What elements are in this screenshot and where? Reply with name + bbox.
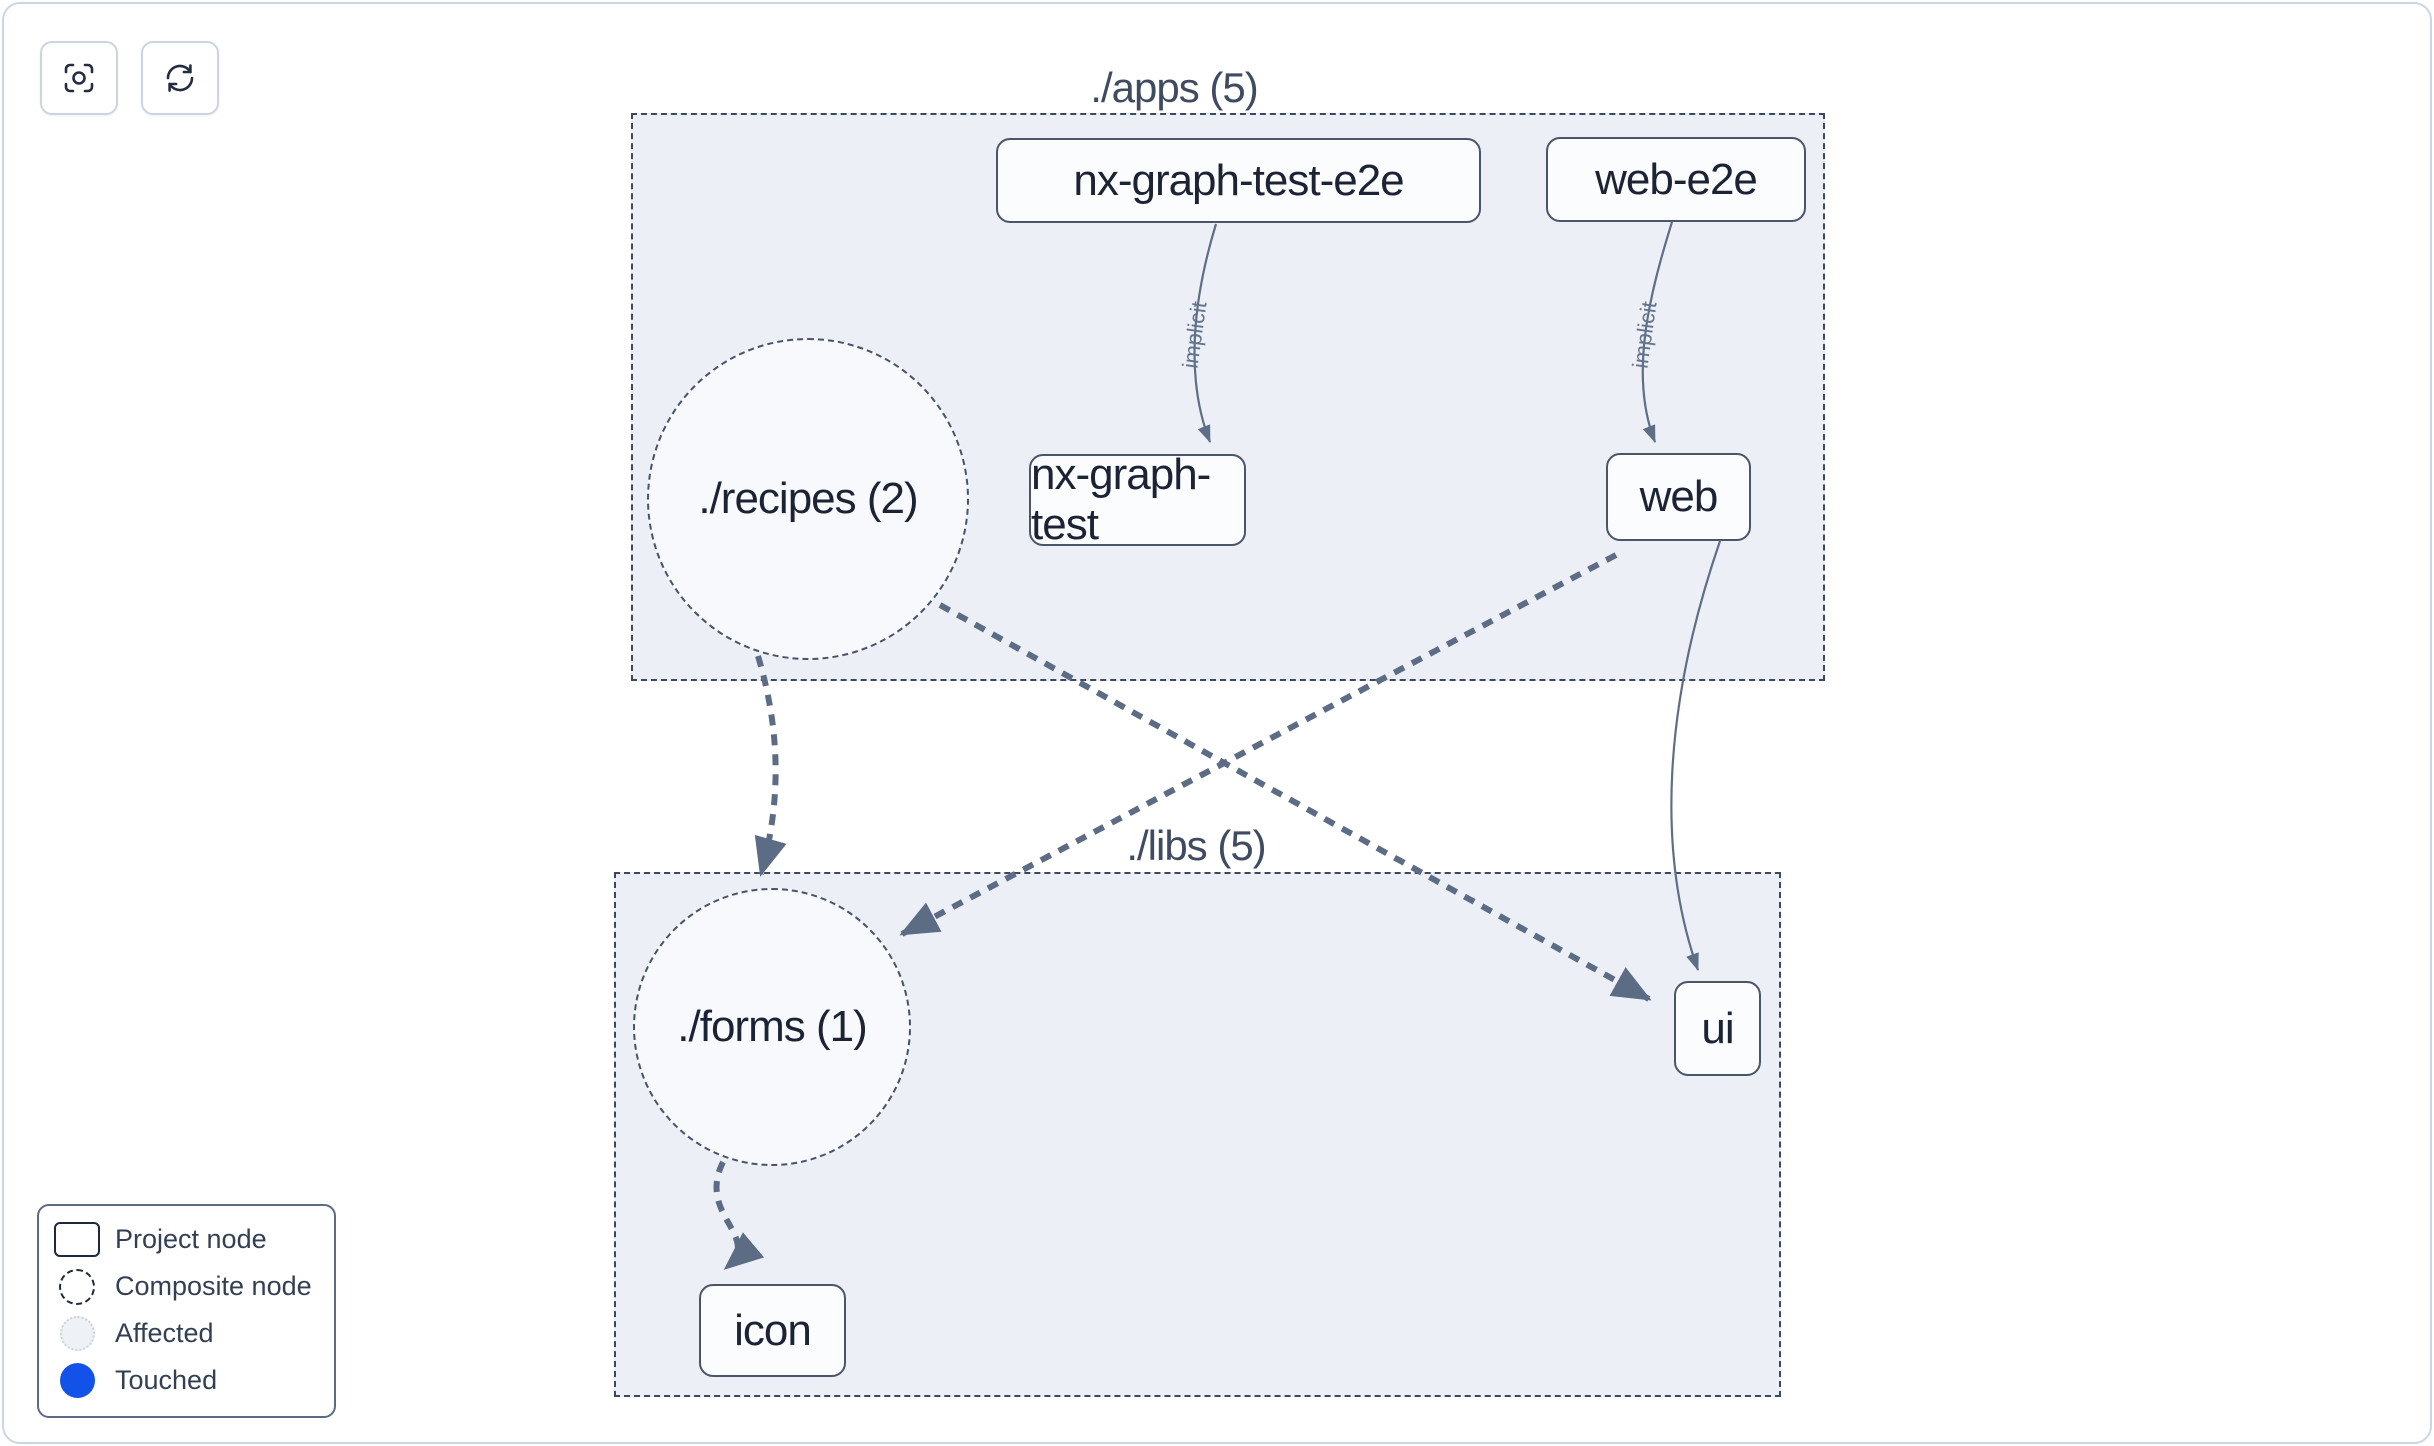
affected-icon <box>59 1316 95 1351</box>
composite-node-icon <box>59 1268 95 1305</box>
edge-nx-graph-test-e2e-to-nx-graph-test <box>1193 223 1218 444</box>
edge-recipes-to-forms <box>754 655 787 877</box>
legend-item-affected: Affected <box>39 1310 334 1357</box>
node-nx-graph-test-e2e[interactable]: nx-graph-test-e2e <box>996 138 1481 223</box>
node-label: icon <box>734 1305 812 1355</box>
node-label: nx-graph-test-e2e <box>1073 155 1404 205</box>
legend-label: Project node <box>115 1224 267 1254</box>
refresh-button[interactable] <box>141 41 219 115</box>
edge-web-to-ui <box>1670 540 1722 972</box>
composite-node-label: ./forms (1) <box>677 1002 867 1051</box>
edge-web-to-forms <box>899 552 1618 937</box>
group-label-apps: ./apps (5) <box>1090 64 1258 111</box>
legend-item-composite-node: Composite node <box>39 1263 334 1310</box>
edge-web-e2e-to-web <box>1641 221 1674 444</box>
edges-layer <box>713 221 1722 1271</box>
legend-item-project-node: Project node <box>39 1216 334 1263</box>
node-web[interactable]: web <box>1606 453 1751 541</box>
node-label: nx-graph-test <box>1031 450 1211 549</box>
legend-label: Affected <box>115 1318 214 1348</box>
composite-node-forms[interactable]: ./forms (1) <box>633 888 911 1166</box>
legend-label: Composite node <box>115 1271 312 1301</box>
node-ui[interactable]: ui <box>1674 981 1761 1076</box>
node-nx-graph-test[interactable]: nx-graph-test <box>1029 450 1246 549</box>
node-label: web-e2e <box>1595 154 1758 204</box>
project-node-icon <box>54 1222 100 1257</box>
edge-recipes-to-ui <box>938 602 1652 1002</box>
composite-node-recipes[interactable]: ./recipes (2) <box>647 338 969 660</box>
focus-icon <box>64 63 94 93</box>
composite-node-label: ./recipes (2) <box>698 474 918 523</box>
node-web-e2e[interactable]: web-e2e <box>1546 137 1806 222</box>
touched-icon <box>59 1363 95 1398</box>
legend-label: Touched <box>115 1365 218 1395</box>
focus-button[interactable] <box>40 41 118 115</box>
node-icon[interactable]: icon <box>699 1284 846 1377</box>
node-label: ui <box>1701 1003 1734 1053</box>
legend-item-touched: Touched <box>39 1357 334 1404</box>
node-label: web <box>1639 472 1719 521</box>
refresh-icon <box>166 64 194 92</box>
legend: Project node Composite node Affected Tou… <box>37 1204 336 1418</box>
group-label-libs: ./libs (5) <box>1126 822 1266 869</box>
edge-forms-to-icon <box>713 1160 765 1271</box>
